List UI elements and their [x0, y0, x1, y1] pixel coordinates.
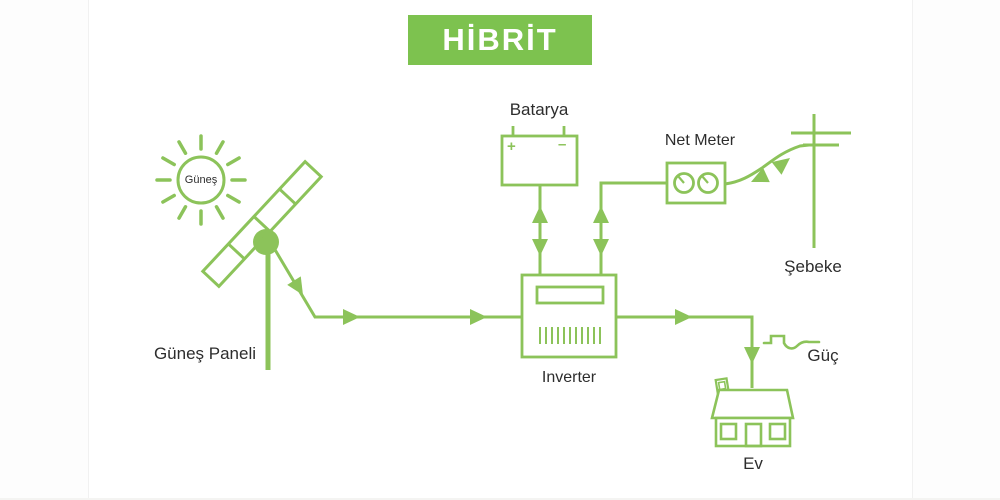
grid-label: Şebeke [784, 257, 842, 276]
page-title: HİBRİT [442, 22, 558, 57]
netmeter-grid-connector [724, 143, 810, 186]
power-label: Güç [807, 346, 839, 365]
solar-panel-label: Güneş Paneli [153, 344, 257, 363]
left-margin [0, 0, 89, 500]
net-meter-icon [665, 161, 727, 205]
inverter-icon [520, 273, 618, 359]
sun-icon [155, 134, 247, 226]
solar-panel-icon [200, 159, 324, 370]
net-meter-label: Net Meter [664, 132, 736, 149]
battery-minus-sign: – [558, 136, 567, 153]
panel-to-inverter-line [272, 247, 522, 319]
battery-label: Batarya [509, 100, 569, 119]
battery-icon [500, 126, 579, 187]
inverter-label: Inverter [541, 369, 597, 386]
bottom-divider [0, 498, 1000, 500]
sun-label: Güneş [184, 174, 218, 186]
house-label: Ev [743, 454, 763, 473]
house-icon [710, 377, 795, 448]
battery-plus-sign: + [507, 138, 516, 155]
inverter-to-house-line [616, 315, 754, 388]
right-margin [912, 0, 1000, 500]
utility-pole-icon [791, 114, 851, 248]
power-wave-icon [762, 334, 821, 350]
flow-arrows [287, 158, 790, 364]
netmeter-inverter-connector [599, 181, 667, 275]
title-banner: HİBRİT [408, 15, 592, 65]
